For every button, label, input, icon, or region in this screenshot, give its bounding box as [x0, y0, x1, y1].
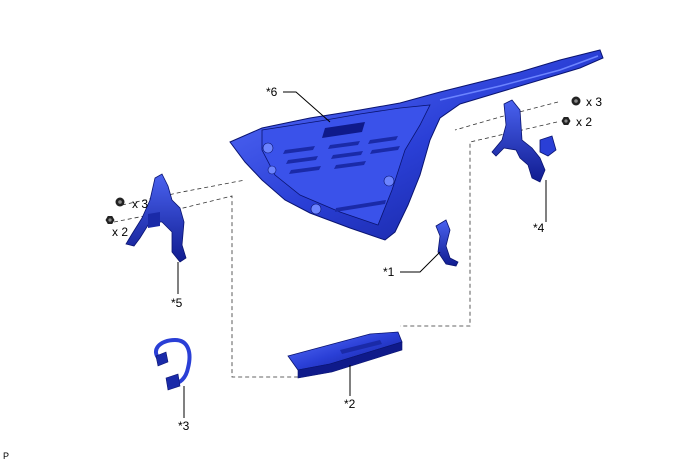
bolt-icon — [571, 96, 581, 106]
harness-connector-a — [155, 351, 169, 367]
bracket-left-plate — [148, 212, 160, 228]
dash-panel-part-6 — [229, 49, 604, 241]
nut-icon — [105, 216, 115, 224]
quantity-labels: x 3 x 2 x 3 x 2 — [112, 95, 602, 239]
module-box-part-2 — [287, 331, 403, 379]
label-part-4: *4 — [533, 221, 545, 235]
bolt-icon — [115, 197, 125, 207]
bracket-right-body — [491, 99, 546, 183]
panel-bosses — [262, 142, 395, 215]
qty-left-upper: x 3 — [132, 197, 148, 211]
bracket-right-part-4 — [491, 99, 557, 183]
leader-lines — [177, 91, 547, 418]
part-labels: *6 *1 *4 *5 *2 *3 — [171, 85, 545, 433]
bracket-right-tab — [539, 135, 557, 157]
panel-slot — [322, 122, 365, 138]
panel-top-edge — [439, 55, 599, 101]
module-box-side — [297, 341, 403, 379]
nut-icon — [561, 117, 571, 125]
bracket-small-part-1 — [435, 219, 459, 267]
leader-part-1 — [400, 251, 441, 273]
label-part-1: *1 — [383, 265, 395, 279]
qty-right-lower: x 2 — [576, 115, 592, 129]
label-part-2: *2 — [344, 397, 356, 411]
leader-part-6 — [283, 91, 331, 123]
wire-harness-part-3 — [154, 337, 192, 391]
qty-left-lower: x 2 — [112, 225, 128, 239]
fasteners — [105, 96, 581, 224]
module-box-connector — [340, 340, 382, 354]
harness-connector-b — [165, 373, 181, 391]
small-bracket-body — [435, 219, 459, 267]
panel-vents — [283, 136, 400, 212]
label-part-3: *3 — [178, 419, 190, 433]
guide-line-left-lower — [113, 195, 298, 378]
qty-right-upper: x 3 — [586, 95, 602, 109]
label-part-6: *6 — [266, 85, 278, 99]
label-part-5: *5 — [171, 296, 183, 310]
guide-line-right-upper — [454, 101, 559, 131]
harness-loop — [154, 337, 192, 386]
corner-mark: P — [3, 451, 9, 461]
bracket-left-part-5 — [125, 173, 187, 263]
